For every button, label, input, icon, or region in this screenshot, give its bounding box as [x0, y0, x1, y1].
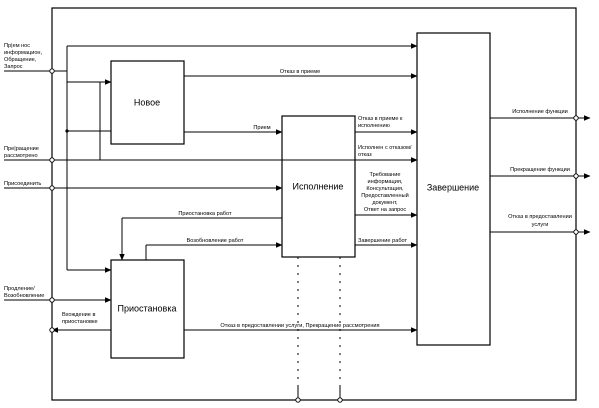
svg-text:исполнению: исполнению: [358, 123, 390, 129]
box-execution-title: Исполнение: [293, 181, 344, 191]
box-complete[interactable]: Завершение: [416, 32, 491, 346]
svg-text:Пре|ращение: Пре|ращение: [4, 146, 39, 152]
svg-text:Вхождение в: Вхождение в: [62, 312, 95, 318]
label-accept: Прием: [253, 125, 270, 131]
svg-text:Ответ на запрос: Ответ на запрос: [364, 207, 407, 213]
label-refuse-bottom: Отказ в предоставлении услуги, Прекращен…: [220, 323, 379, 329]
input-attach: Присоединить: [4, 181, 52, 189]
svg-text:услуги: услуги: [532, 222, 549, 228]
box-new[interactable]: Новое: [110, 60, 185, 145]
svg-text:Обращение,: Обращение,: [4, 57, 37, 63]
svg-text:Завершение работ: Завершение работ: [358, 238, 408, 244]
svg-text:Присоединить: Присоединить: [4, 181, 41, 187]
label-refuse-accept: Отказ в приеме: [280, 69, 321, 75]
svg-text:Пр|ем нос: Пр|ем нос: [4, 43, 30, 49]
svg-text:Запрос: Запрос: [4, 64, 23, 70]
svg-text:Предоставленный: Предоставленный: [361, 192, 408, 199]
label-resume-work: Возобновление работ: [187, 238, 244, 244]
svg-text:приостановке: приостановке: [62, 319, 98, 325]
input-request: Пр|ем нос информацион, Обращение, Запрос: [4, 43, 52, 72]
boundary-ports: [49, 68, 579, 403]
svg-text:Продление/: Продление/: [4, 286, 35, 292]
box-execution[interactable]: Исполнение: [281, 115, 356, 258]
svg-text:документ,: документ,: [372, 200, 398, 206]
box-suspend-title: Приостановка: [118, 303, 177, 313]
svg-text:Отказ в предоставлении: Отказ в предоставлении: [508, 214, 572, 220]
label-output-done: Исполнение функции: [512, 109, 568, 115]
svg-text:Отказ в приеме к: Отказ в приеме к: [358, 116, 403, 122]
label-output-stop: Прекращение функции: [510, 167, 570, 173]
svg-text:рассмотрено: рассмотрено: [4, 153, 38, 159]
output-return: Вхождение в приостановке: [51, 312, 111, 333]
svg-text:Возобновление: Возобновление: [4, 293, 44, 299]
input-forward: Пре|ращение рассмотрено: [4, 146, 52, 161]
svg-text:Консультация,: Консультация,: [366, 186, 404, 192]
svg-text:Требование: Требование: [370, 172, 401, 178]
diagram-frame: [51, 7, 577, 401]
box-new-title: Новое: [134, 97, 160, 107]
svg-text:отказ: отказ: [358, 152, 372, 158]
svg-text:информацион,: информацион,: [4, 50, 43, 56]
svg-text:информация,: информация,: [368, 179, 403, 185]
input-resume: Продление/ Возобновление: [4, 286, 52, 301]
box-complete-title: Завершение: [427, 182, 479, 192]
svg-text:Исполнен с отказом/: Исполнен с отказом/: [358, 145, 412, 151]
box-suspend[interactable]: Приостановка: [110, 259, 185, 359]
label-suspend-work: Приостановка работ: [178, 211, 232, 217]
